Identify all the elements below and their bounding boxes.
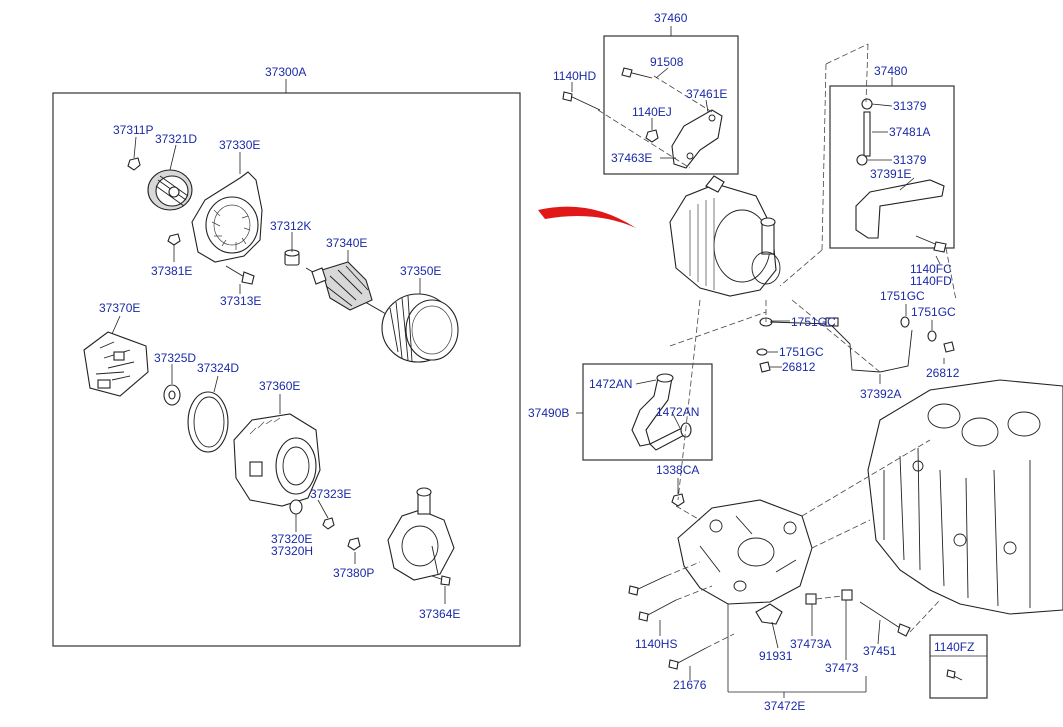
label-37323E[interactable]: 37323E	[310, 487, 351, 501]
bolt-37364E-part	[431, 575, 451, 586]
label-37490B[interactable]: 37490B	[528, 406, 569, 420]
nut-37380P-part	[347, 537, 361, 551]
engine-block-part	[867, 379, 1063, 615]
assembly-direction-arrow	[538, 206, 636, 228]
hose-37490B-part	[631, 373, 692, 451]
label-31379-lower[interactable]: 31379	[893, 153, 927, 167]
label-37324D[interactable]: 37324D	[197, 361, 239, 375]
nut-37323E-part	[322, 517, 335, 530]
label-37330E[interactable]: 37330E	[219, 138, 260, 152]
bolt-1140FZ-part	[946, 669, 963, 681]
label-37391E[interactable]: 37391E	[870, 167, 911, 181]
label-1751GC-pipe-lower[interactable]: 1751GC	[779, 345, 824, 359]
label-1472AN-lower[interactable]: 1472AN	[656, 405, 699, 419]
bolt-91508-part	[621, 67, 653, 79]
bearing-37320E-part	[289, 499, 303, 515]
rear-housing-37360E-part	[233, 413, 321, 507]
bolt-21676-part	[668, 647, 707, 670]
front-housing-37330E-part	[191, 171, 263, 263]
label-1751GC-right[interactable]: 1751GC	[911, 305, 956, 319]
alternator-assembly-part	[669, 175, 781, 297]
alternator-assembly-frame	[52, 92, 521, 647]
bolt-1140EJ-part	[645, 129, 659, 143]
label-37300A[interactable]: 37300A	[265, 65, 306, 79]
mounting-bracket-37472E-part	[677, 499, 813, 605]
label-21676[interactable]: 21676	[673, 678, 707, 692]
label-37350E[interactable]: 37350E	[400, 264, 441, 278]
vacuum-pump-37364E-part	[387, 487, 455, 581]
bolt-1140HS-part	[628, 575, 677, 622]
bracket-37461E-part	[671, 109, 723, 169]
assembly-dashed-lines	[597, 43, 957, 649]
bolt-37451-part	[859, 601, 911, 637]
plate-91931-part	[755, 603, 783, 625]
cover-37324D-part	[187, 391, 229, 453]
label-37313E[interactable]: 37313E	[220, 294, 261, 308]
alternator-components	[83, 157, 459, 586]
label-37325D[interactable]: 37325D	[154, 351, 196, 365]
label-37463E[interactable]: 37463E	[611, 151, 652, 165]
label-37364E[interactable]: 37364E	[419, 607, 460, 621]
label-37461E[interactable]: 37461E	[686, 87, 727, 101]
bolt-1140FC-part	[915, 235, 947, 253]
part-number-labels: 37300A 37311P 37321D 37330E 37381E 37312…	[99, 11, 974, 713]
left-leader-lines	[111, 79, 446, 604]
label-37473A[interactable]: 37473A	[790, 637, 831, 651]
label-37380P[interactable]: 37380P	[333, 566, 374, 580]
label-26812-right[interactable]: 26812	[926, 366, 960, 380]
nut-37381E-part	[167, 233, 181, 246]
label-37360E[interactable]: 37360E	[259, 379, 300, 393]
label-1751GC-pipe-upper[interactable]: 1751GC	[791, 315, 836, 329]
bolt-1140FZ-frame	[929, 634, 988, 699]
label-1751GC-top[interactable]: 1751GC	[880, 289, 925, 303]
label-37321D[interactable]: 37321D	[155, 132, 197, 146]
hose-37490B-frame	[582, 363, 713, 461]
label-37320H[interactable]: 37320H	[271, 544, 313, 558]
engine-mounting-components	[562, 67, 1063, 681]
label-37392A[interactable]: 37392A	[860, 387, 901, 401]
right-leader-lines	[571, 26, 945, 698]
bushing-37312K-part	[284, 249, 300, 266]
bolt-37313E-part	[225, 265, 255, 285]
label-37340E[interactable]: 37340E	[326, 236, 367, 250]
bolt-26812-part	[759, 361, 771, 373]
nut-37311P-part	[127, 157, 141, 171]
label-1472AN-upper[interactable]: 1472AN	[589, 377, 632, 391]
stator-37350E-part	[381, 293, 459, 363]
label-91931[interactable]: 91931	[759, 649, 793, 663]
label-26812-left[interactable]: 26812	[782, 360, 816, 374]
rod-37481A-part	[856, 98, 873, 166]
label-1140EJ[interactable]: 1140EJ	[632, 105, 672, 119]
label-37451[interactable]: 37451	[863, 644, 897, 658]
bracket-37391E-part	[855, 179, 945, 239]
rotor-37340E-part	[305, 261, 387, 315]
label-31379-upper[interactable]: 31379	[893, 99, 927, 113]
label-91508[interactable]: 91508	[650, 55, 684, 69]
label-37473[interactable]: 37473	[825, 661, 859, 675]
label-37480[interactable]: 37480	[874, 64, 908, 78]
bolt-1140HD-part	[562, 91, 601, 111]
label-37472E[interactable]: 37472E	[764, 699, 805, 713]
label-1140HD[interactable]: 1140HD	[553, 69, 596, 83]
regulator-37370E-part	[83, 331, 149, 397]
dowel-37473-part	[841, 589, 853, 601]
dowel-37473A-part	[805, 593, 817, 605]
label-37481A[interactable]: 37481A	[889, 125, 930, 139]
label-1140FC[interactable]: 1140FC	[910, 262, 952, 276]
label-37460[interactable]: 37460	[654, 11, 688, 25]
label-37381E[interactable]: 37381E	[151, 264, 192, 278]
label-1140FD[interactable]: 1140FD	[910, 274, 952, 288]
pulley-37321D-part	[147, 169, 193, 211]
label-37312K[interactable]: 37312K	[270, 219, 311, 233]
label-1140FZ[interactable]: 1140FZ	[934, 640, 974, 654]
label-1338CA[interactable]: 1338CA	[656, 463, 699, 477]
label-37311P[interactable]: 37311P	[113, 123, 153, 137]
label-37320E[interactable]: 37320E	[271, 532, 312, 546]
label-37370E[interactable]: 37370E	[99, 301, 140, 315]
label-1140HS[interactable]: 1140HS	[635, 637, 677, 651]
